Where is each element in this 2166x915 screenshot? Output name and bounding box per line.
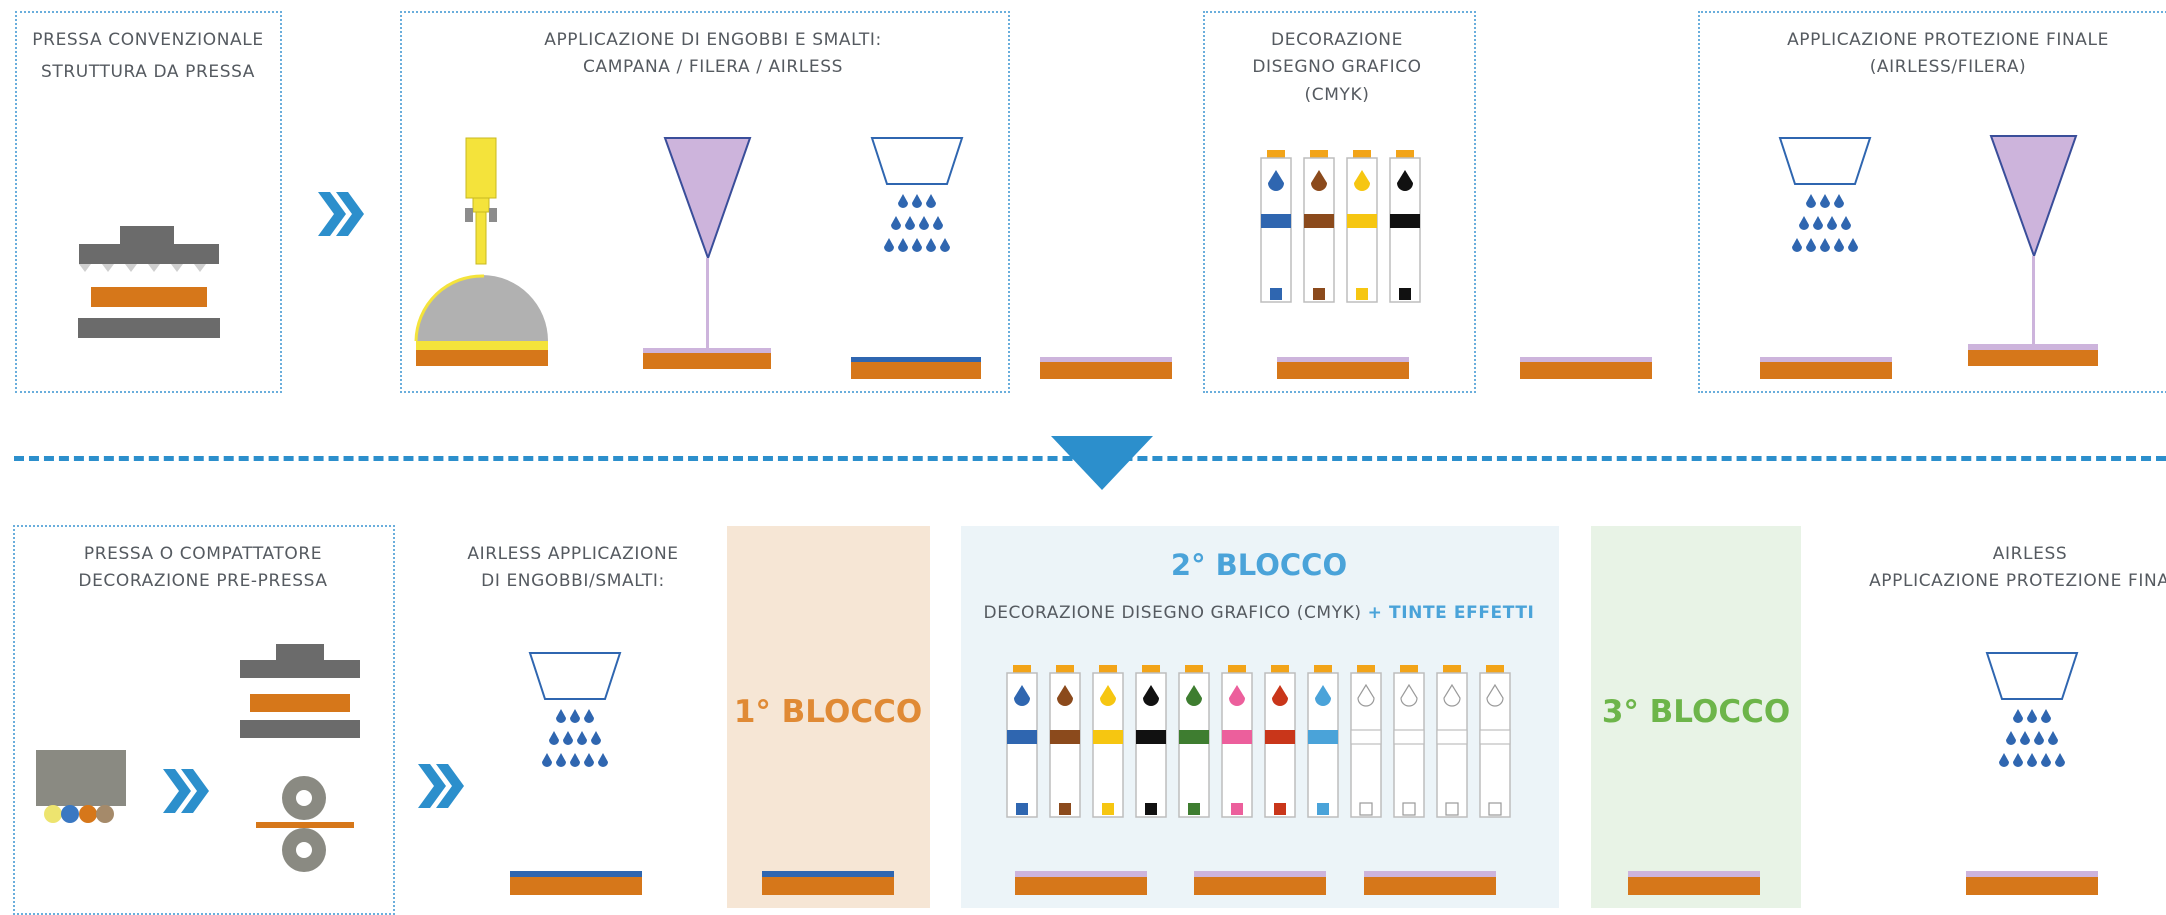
block1-panel <box>727 526 930 908</box>
filera-funnel-icon <box>1968 135 2098 366</box>
block3-panel <box>1591 526 1801 908</box>
bottom-press-label-2: DECORAZIONE PRE-PRESSA <box>78 571 328 591</box>
powder-feeder-icon <box>36 750 126 823</box>
block3-title: 3° BLOCCO <box>1601 694 1791 730</box>
top-protezione-frame <box>1698 11 2166 393</box>
bottom-airless-label-1: AIRLESS APPLICAZIONE <box>467 544 679 564</box>
top-press-frame <box>15 11 282 393</box>
tile-smalto <box>1040 357 1172 379</box>
bottom-press-label-1: PRESSA O COMPATTATORE <box>83 544 323 564</box>
top-engobbi-frame <box>400 11 1010 393</box>
tile-final <box>1966 871 2098 895</box>
top-decorazione-label-1: DECORAZIONE <box>1271 30 1403 50</box>
top-protezione-label-1: APPLICAZIONE PROTEZIONE FINALE <box>1787 30 2109 50</box>
block2-subtitle: DECORAZIONE DISEGNO GRAFICO (CMYK) + TIN… <box>984 600 1535 627</box>
top-press-label-1: PRESSA CONVENZIONALE <box>32 30 264 50</box>
tile-block2-2 <box>1194 871 1326 895</box>
tile-bottom-airless <box>510 871 642 895</box>
ink-cartridge-icon <box>1006 665 1511 818</box>
block1-title: 1° BLOCCO <box>733 694 923 730</box>
top-engobbi-label-1: APPLICAZIONE DI ENGOBBI E SMALTI: <box>544 30 882 50</box>
top-protezione-label-2: (AIRLESS/FILERA) <box>1869 57 2027 77</box>
block2-subtitle-main: DECORAZIONE DISEGNO GRAFICO (CMYK) <box>983 603 1362 623</box>
chevron-double-right-icon <box>418 764 464 808</box>
spray-nozzle-icon <box>528 652 622 768</box>
tile-protezione-1 <box>1760 357 1892 379</box>
press-icon <box>78 226 220 338</box>
block2-subtitle-extra: + TINTE EFFETTI <box>1367 603 1535 623</box>
tile-block2-1 <box>1015 871 1147 895</box>
bell-applicator-icon <box>414 137 548 366</box>
bottom-final-label-1: AIRLESS <box>1992 544 2068 564</box>
top-decorazione-label-3: (CMYK) <box>1304 85 1370 105</box>
chevron-double-right-icon <box>163 769 209 813</box>
spray-nozzle-icon <box>870 137 964 253</box>
spray-nozzle-icon <box>1778 137 1872 253</box>
filera-funnel-icon <box>643 137 771 369</box>
tile-decorazione <box>1277 357 1409 379</box>
top-press-label-2: STRUTTURA DA PRESSA <box>40 62 256 82</box>
tile-block1 <box>762 871 894 895</box>
chevron-double-right-icon <box>318 192 364 236</box>
block2-title: 2° BLOCCO <box>1170 548 1348 582</box>
triangle-down-icon <box>1051 436 1153 490</box>
bottom-final-label-2: APPLICAZIONE PROTEZIONE FINALE <box>1869 571 2166 591</box>
tile-engobbio <box>851 357 981 379</box>
spray-nozzle-icon <box>1985 652 2079 768</box>
top-decorazione-label-2: DISEGNO GRAFICO <box>1252 57 1422 77</box>
press-icon <box>240 644 360 738</box>
top-decorazione-frame <box>1203 11 1476 393</box>
tile-block3 <box>1628 871 1760 895</box>
roller-compactor-icon <box>256 776 354 872</box>
bottom-airless-label-2: DI ENGOBBI/SMALTI: <box>481 571 665 591</box>
top-engobbi-label-2: CAMPANA / FILERA / AIRLESS <box>583 57 843 77</box>
ink-cartridge-icon <box>1260 150 1421 303</box>
tile-intermedio <box>1520 357 1652 379</box>
tile-block2-3 <box>1364 871 1496 895</box>
